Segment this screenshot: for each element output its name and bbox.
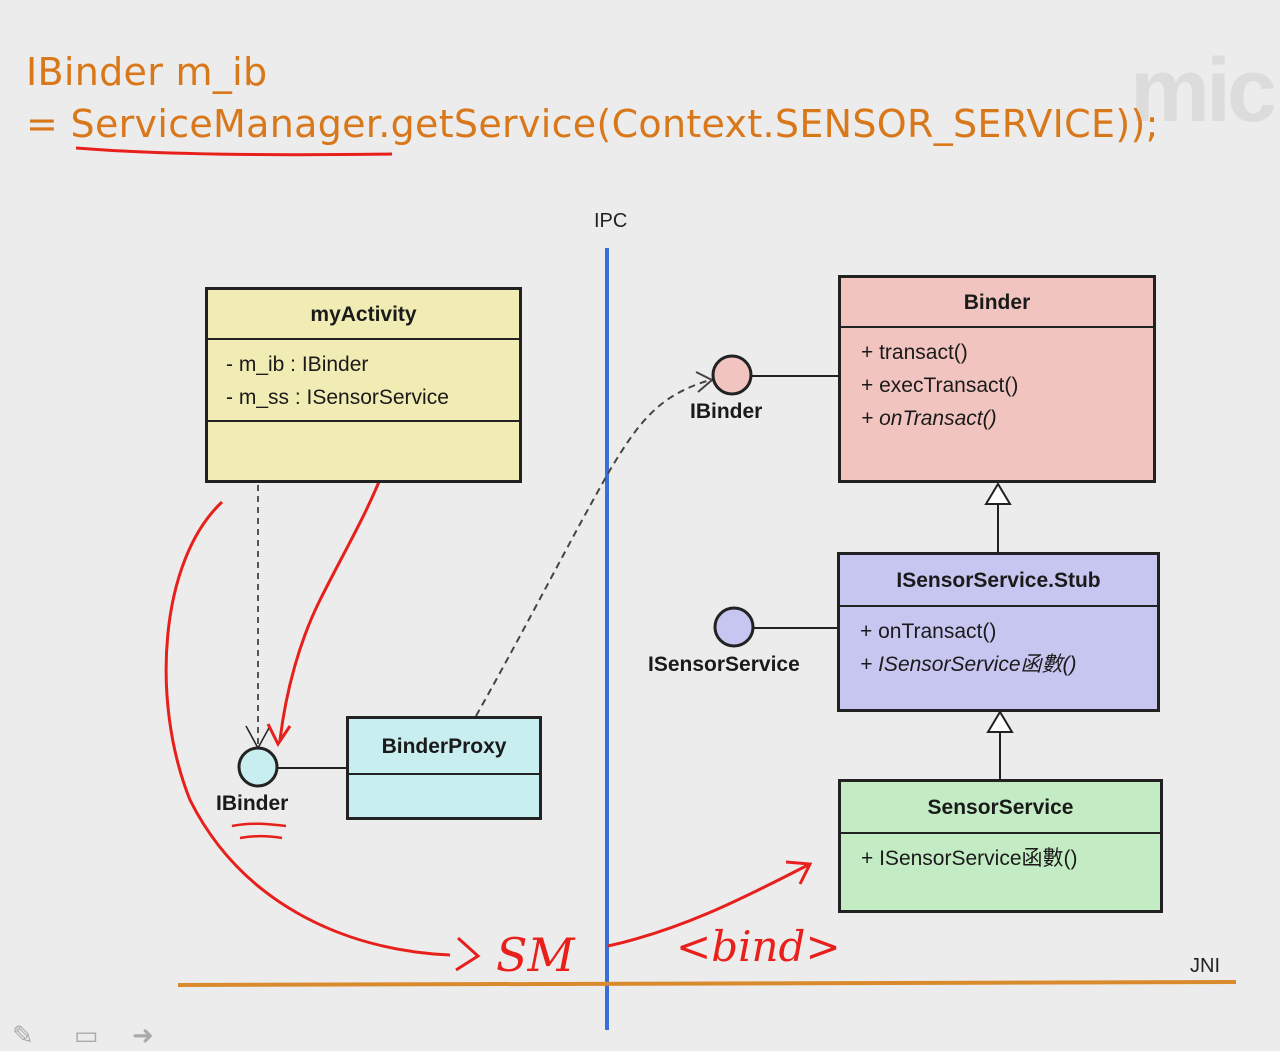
- method-transact: + transact(): [861, 341, 968, 364]
- underline-servicemanager: [75, 146, 393, 157]
- red-curve-sm-to-sensorservice: [607, 863, 809, 948]
- class-binder: Binder + transact() + execTransact() + o…: [838, 275, 1156, 483]
- red-arrowhead-sensorservice: [785, 860, 813, 885]
- inherit-triangle-binder: [984, 482, 1012, 505]
- red-curve-to-sm: [164, 500, 451, 957]
- class-binderproxy: BinderProxy: [346, 716, 542, 820]
- code-line-assignment: = ServiceManager.getService(Context.SENS…: [26, 102, 1159, 146]
- inherit-triangle-stub: [986, 710, 1014, 733]
- method-isensorservice-functions: + ISensorService函數(): [860, 653, 1077, 676]
- class-isensorservice-stub: ISensorService.Stub + onTransact() + ISe…: [837, 552, 1160, 712]
- method-ontransact: + onTransact(): [860, 620, 997, 643]
- class-methods-empty: [208, 422, 519, 480]
- class-myactivity: myActivity - m_ib : IBinder - m_ss : ISe…: [205, 287, 522, 483]
- jni-line: [177, 980, 1237, 987]
- ibinder-right-circle: [711, 354, 753, 396]
- ipc-label: IPC: [594, 210, 628, 232]
- class-title: ISensorService.Stub: [840, 555, 1157, 607]
- red-arrowhead-sm: [455, 936, 481, 972]
- field-m-ss: - m_ss : ISensorService: [226, 386, 449, 409]
- arrow-right-icon[interactable]: ➜: [132, 1020, 154, 1050]
- proxy-arrowhead: [695, 371, 714, 393]
- annotation-bind: <bind>: [676, 922, 841, 971]
- method-isensorservice-functions: + ISensorService函數(): [861, 847, 1078, 870]
- ibinder-left-label: IBinder: [216, 792, 289, 815]
- class-methods: + onTransact() + ISensorService函數(): [840, 607, 1157, 709]
- watermark-logo: mic: [1130, 41, 1277, 141]
- pen-icon[interactable]: ✎: [12, 1020, 34, 1050]
- jni-label: JNI: [1190, 955, 1220, 977]
- class-sensorservice: SensorService + ISensorService函數(): [838, 779, 1163, 913]
- class-title: BinderProxy: [349, 719, 539, 775]
- ibinder-left-circle: [237, 746, 279, 788]
- class-title: SensorService: [841, 782, 1160, 834]
- method-ontransact: + onTransact(): [861, 407, 997, 430]
- class-methods: + ISensorService函數(): [841, 834, 1160, 910]
- page-icon[interactable]: ▭: [74, 1020, 99, 1050]
- ibinder-right-label: IBinder: [690, 400, 763, 423]
- isensorservice-label: ISensorService: [648, 653, 800, 676]
- class-fields: - m_ib : IBinder - m_ss : ISensorService: [208, 340, 519, 422]
- code-line-declaration: IBinder m_ib: [26, 50, 268, 94]
- isensorservice-circle: [713, 606, 755, 648]
- class-body-empty: [349, 775, 539, 817]
- red-underline-ibinder-1: [231, 822, 287, 828]
- red-arrowhead-ibinder: [266, 723, 292, 747]
- field-m-ib: - m_ib : IBinder: [226, 353, 369, 376]
- class-methods: + transact() + execTransact() + onTransa…: [841, 328, 1153, 480]
- method-exectransact: + execTransact(): [861, 374, 1019, 397]
- class-title: myActivity: [208, 290, 519, 340]
- class-title: Binder: [841, 278, 1153, 328]
- red-underline-ibinder-2: [239, 834, 283, 840]
- proxy-to-binder-dashed: [475, 379, 711, 717]
- annotation-sm: SM: [496, 928, 575, 982]
